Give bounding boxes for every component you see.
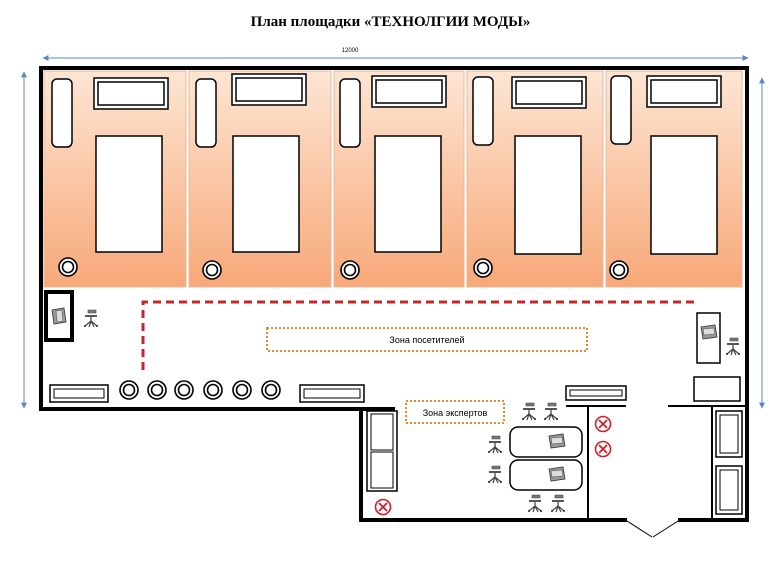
printer-icon <box>548 466 566 482</box>
stool-icon <box>147 380 167 400</box>
office-chair-icon <box>83 309 99 328</box>
walls <box>39 66 749 522</box>
printer-cabinet-left <box>44 290 74 342</box>
right-storage <box>715 410 743 515</box>
no-entry-icon <box>594 440 612 458</box>
width-dimension-label: 12000 <box>342 48 359 54</box>
stool-icon <box>261 380 281 400</box>
printer-icon <box>51 307 67 325</box>
expert-zone: Зона экспертов <box>405 400 505 424</box>
stool-icon <box>473 258 493 278</box>
printer-icon <box>700 324 718 340</box>
stool-icon <box>202 260 222 280</box>
page-title: План площадки «ТЕХНОЛГИИ МОДЫ» <box>250 14 531 30</box>
stool-icon <box>340 260 360 280</box>
workstation-1 <box>43 70 187 288</box>
expert-zone-label: Зона экспертов <box>423 408 488 418</box>
office-chair-icon <box>543 402 559 421</box>
no-entry-icon <box>594 415 612 433</box>
workstation-3 <box>333 70 465 288</box>
workstations <box>43 70 743 288</box>
printer-icon <box>548 433 566 449</box>
office-chair-icon <box>725 337 741 356</box>
visitor-zone-label: Зона посетителей <box>389 335 464 345</box>
visitor-zone: Зона посетителей <box>266 327 588 352</box>
workstation-5 <box>605 70 743 288</box>
no-entry-icon <box>374 498 392 516</box>
stool-icon <box>119 380 139 400</box>
entrance-door <box>626 520 679 538</box>
width-dimension: 12000 <box>42 48 749 61</box>
office-chair-icon <box>487 435 503 454</box>
office-chair-icon <box>521 402 537 421</box>
stool-icon <box>58 257 78 277</box>
workstation-2 <box>188 70 332 288</box>
stool-icon <box>232 380 252 400</box>
stool-icon <box>203 380 223 400</box>
office-chair-icon <box>527 494 543 513</box>
bottom-row <box>49 376 741 403</box>
stool-icon <box>609 260 629 280</box>
printer-cabinet-right <box>696 312 721 364</box>
expert-room <box>366 402 612 516</box>
visitor-route <box>141 300 697 370</box>
office-chair-icon <box>487 465 503 484</box>
workstation-4 <box>466 70 604 288</box>
office-chair-icon <box>550 494 566 513</box>
stool-icon <box>174 380 194 400</box>
